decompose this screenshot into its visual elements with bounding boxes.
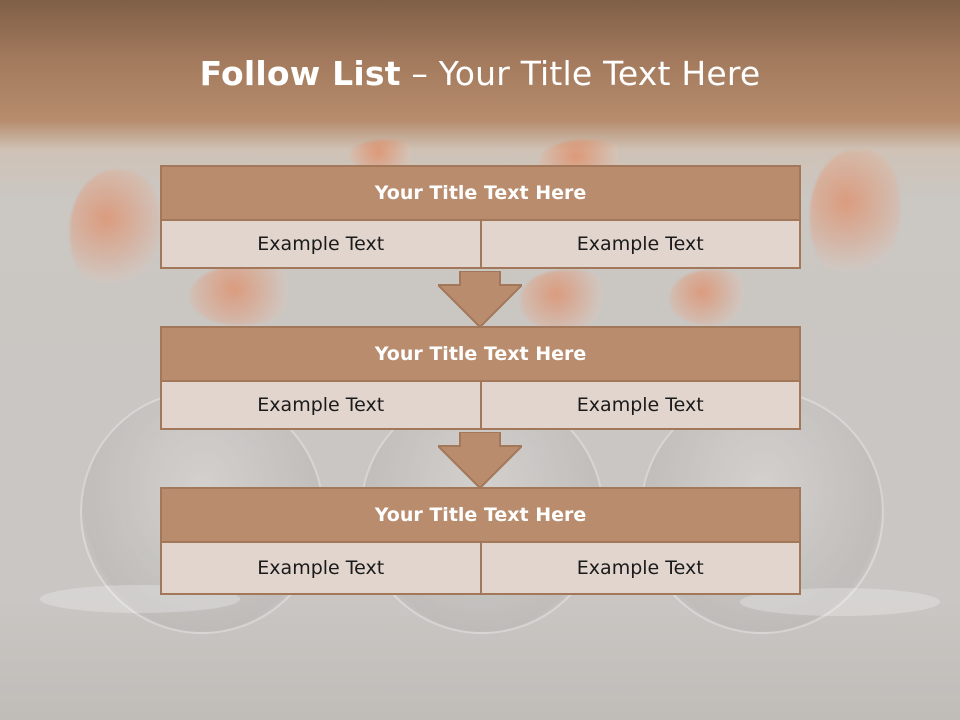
step-block-2: Your Title Text Here Example Text Exampl…: [160, 326, 801, 430]
down-arrow-icon: [438, 271, 522, 327]
step-left-text: Example Text: [160, 382, 482, 430]
goldfish-image: [810, 150, 900, 280]
slide-title-bold: Follow List: [199, 54, 401, 93]
down-arrow-icon: [438, 432, 522, 488]
step-left-text: Example Text: [160, 221, 482, 269]
step-right-text: Example Text: [481, 382, 801, 430]
step-block-1: Your Title Text Here Example Text Exampl…: [160, 165, 801, 269]
step-title: Your Title Text Here: [160, 487, 801, 543]
step-row: Example Text Example Text: [160, 382, 801, 430]
step-right-text: Example Text: [481, 221, 801, 269]
step-title: Your Title Text Here: [160, 165, 801, 221]
goldfish-image: [70, 170, 160, 290]
step-title: Your Title Text Here: [160, 326, 801, 382]
goldfish-image: [190, 265, 300, 325]
step-block-3: Your Title Text Here Example Text Exampl…: [160, 487, 801, 595]
slide-title-rest: – Your Title Text Here: [400, 54, 761, 93]
slide-title: Follow List – Your Title Text Here: [0, 54, 960, 93]
goldfish-image: [520, 270, 610, 330]
step-row: Example Text Example Text: [160, 221, 801, 269]
step-left-text: Example Text: [160, 543, 482, 595]
goldfish-image: [670, 270, 750, 325]
step-right-text: Example Text: [481, 543, 801, 595]
step-row: Example Text Example Text: [160, 543, 801, 595]
